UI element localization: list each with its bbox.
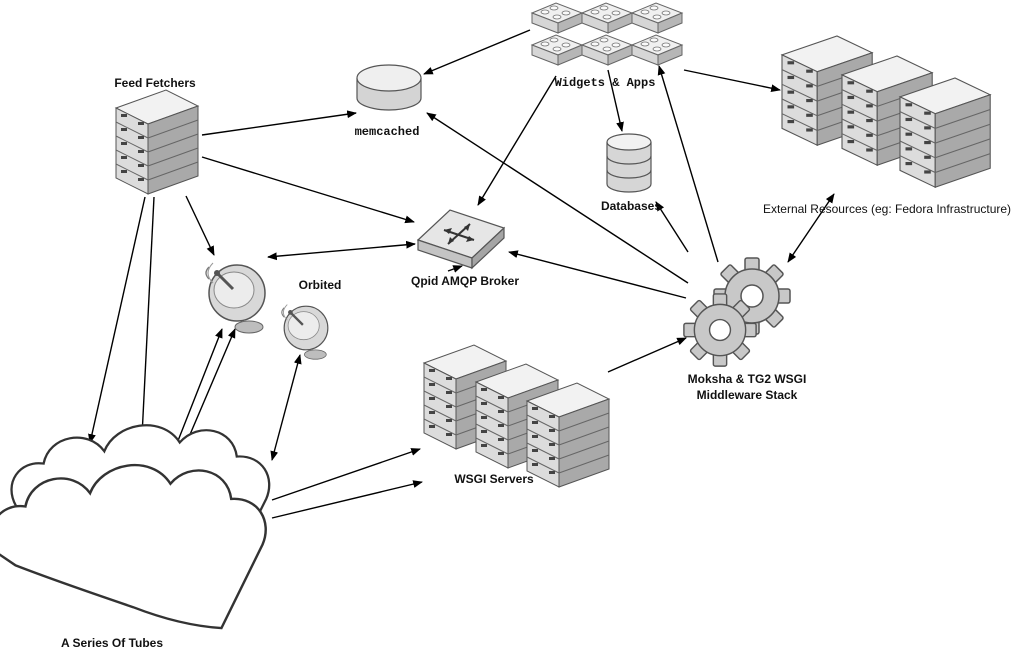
widgets-apps-label: Widgets & Apps — [555, 76, 656, 90]
arrow-widgets-memcached — [423, 29, 531, 75]
satellite-dish-icon — [204, 261, 267, 335]
gears-icon — [683, 257, 791, 367]
arrow-widgets-databases — [607, 69, 624, 132]
arrow-fetchers-broker — [201, 156, 415, 224]
connection-arrows — [88, 29, 835, 519]
arrow-moksha-memcached — [426, 112, 689, 284]
orbited-label: Orbited — [299, 278, 342, 292]
qpid-broker-node: Qpid AMQP Broker — [411, 209, 519, 288]
arrow-fetchers-orbited — [185, 195, 215, 256]
feed-fetchers-label: Feed Fetchers — [114, 76, 196, 90]
arrow-tubes-wsgi-1 — [271, 448, 421, 501]
qpid-broker-label: Qpid AMQP Broker — [411, 274, 519, 288]
arrow-moksha-external — [787, 193, 835, 263]
router-icon — [416, 209, 506, 270]
database-icon — [606, 133, 652, 193]
databases-node: Databases — [601, 133, 661, 213]
tubes-node: A Series Of Tubes — [0, 424, 271, 650]
arrow-broker-small — [447, 265, 463, 273]
arrow-fetchers-memcached — [201, 110, 357, 136]
cache-disk-icon — [356, 64, 422, 111]
arrow-orbited-broker — [267, 240, 416, 261]
satellite-dish-small-icon — [280, 303, 330, 361]
external-resources-label: External Resources (eg: Fedora Infrastru… — [763, 202, 1011, 216]
moksha-label-line2: Middleware Stack — [697, 388, 798, 402]
memcached-label: memcached — [355, 125, 420, 139]
feed-fetchers-node: Feed Fetchers — [114, 76, 199, 195]
external-resources-node: External Resources (eg: Fedora Infrastru… — [763, 35, 1011, 216]
arrow-moksha-widgets — [657, 65, 719, 263]
moksha-stack-node: Moksha & TG2 WSGI Middleware Stack — [683, 257, 807, 402]
wsgi-servers-node: WSGI Servers — [423, 344, 610, 488]
arrow-moksha-broker — [508, 250, 687, 299]
server-cluster-icon — [781, 35, 991, 188]
wsgi-servers-label: WSGI Servers — [454, 472, 534, 486]
tubes-label: A Series Of Tubes — [61, 636, 163, 650]
moksha-label-line1: Moksha & TG2 WSGI — [688, 372, 807, 386]
arrow-tubes-wsgi-2 — [271, 480, 423, 519]
memcached-node: memcached — [355, 64, 422, 139]
arrow-fetchers-tubes-2 — [137, 196, 155, 457]
orbited-node: Orbited — [204, 261, 342, 361]
arrow-widgets-broker — [477, 75, 557, 206]
widget-bricks-icon — [531, 2, 683, 66]
cloud-icon — [0, 424, 271, 630]
databases-label: Databases — [601, 199, 661, 213]
arrow-moksha-databases — [655, 201, 689, 253]
server-rack-icon — [115, 89, 199, 195]
server-cluster-icon — [423, 344, 610, 488]
arrow-wsgi-moksha — [607, 337, 687, 373]
arrow-widgets-external — [683, 69, 781, 93]
arrow-tubes-orbited — [270, 354, 302, 461]
widgets-apps-node: Widgets & Apps — [531, 2, 683, 90]
arrow-fetchers-tubes-1 — [88, 196, 146, 444]
